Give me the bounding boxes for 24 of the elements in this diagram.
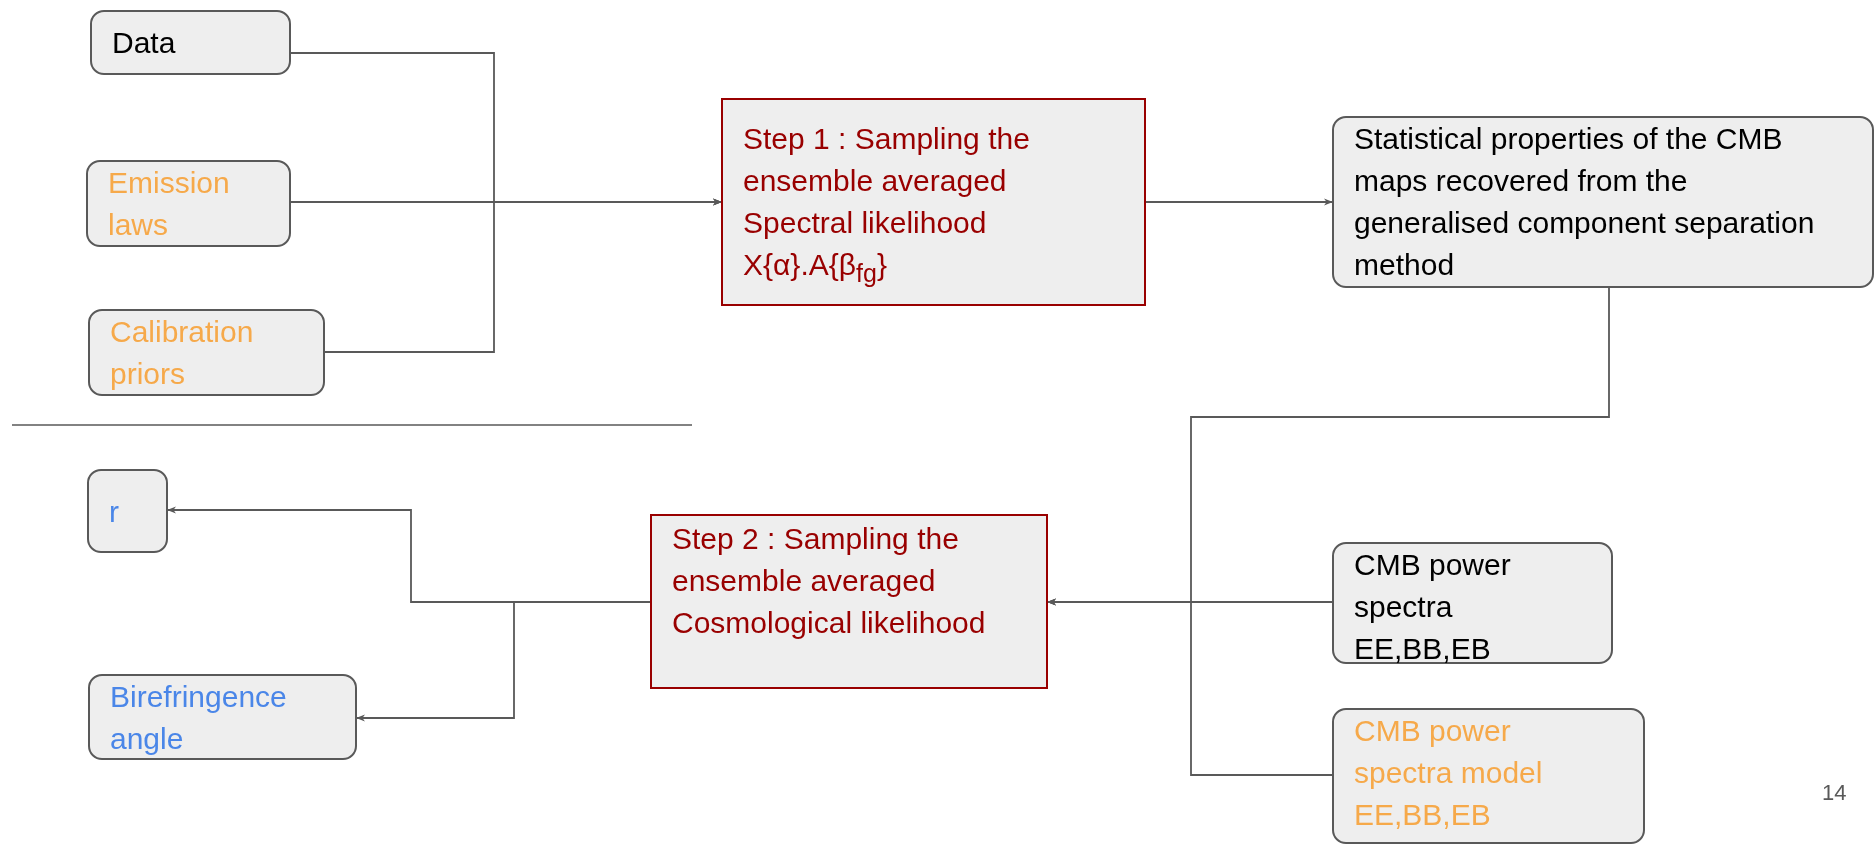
node-text: Emission laws: [108, 165, 231, 243]
prior-box: [88, 309, 325, 396]
connector-arrow: [1145, 198, 1333, 206]
prior-box: [1332, 708, 1645, 844]
node-text: Calibration priors: [110, 314, 255, 392]
prior-box: [86, 160, 291, 247]
step-box: [650, 514, 1048, 689]
node-text: CMB power spectra EE,BB,EB: [1354, 547, 1512, 667]
output-box: [88, 674, 357, 760]
rounded-box: [1332, 116, 1874, 288]
node-text: Birefringence angle: [110, 679, 288, 757]
rounded-box: [1332, 542, 1613, 664]
node-text: Step 2 : Sampling the ensemble averaged Cosmological likelihood: [672, 521, 987, 641]
step-box: [721, 98, 1146, 306]
node-text: CMB power spectra model EE,BB,EB: [1354, 713, 1544, 833]
page-number: 14: [1822, 780, 1847, 806]
node-text: r: [109, 494, 119, 530]
node-text: Step 1 : Sampling the ensemble averaged Spectral likelihood X{α}.A{β$_{fg}$}: [743, 121, 1031, 289]
node-text: Data: [112, 25, 176, 61]
connector-arrow: [1047, 598, 1333, 776]
connector-arrow: [324, 198, 722, 353]
output-box: [87, 469, 168, 553]
node-text: Statistical properties of the CMB maps recovered from the generalised component separation method: [1354, 121, 1816, 283]
rounded-box: [90, 10, 291, 75]
